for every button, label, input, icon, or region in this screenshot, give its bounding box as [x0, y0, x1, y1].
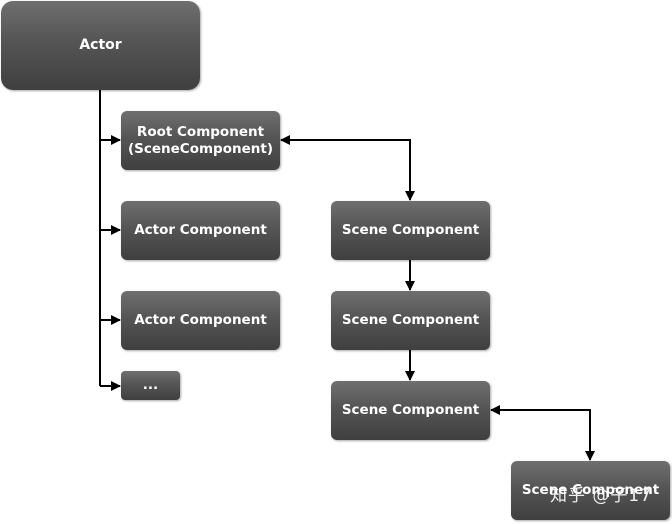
scene-component-node: Scene Component [331, 201, 490, 260]
watermark-text: 知乎 @子17 [550, 486, 653, 506]
arrow-scene-3-to-4 [490, 405, 595, 461]
actor-component-node: Actor Component [121, 201, 280, 260]
scene-component-node: Scene Component [511, 461, 670, 520]
arrow-root-to-scene-1 [280, 135, 415, 201]
more-components-node: ... [121, 371, 180, 400]
actor-component-node: Actor Component [121, 291, 280, 350]
scene-component-node: Scene Component [331, 291, 490, 350]
scene-component-node: Scene Component [331, 381, 490, 440]
root-component-node: Root Component (SceneComponent) [121, 111, 280, 170]
actor-node: Actor [1, 1, 200, 90]
